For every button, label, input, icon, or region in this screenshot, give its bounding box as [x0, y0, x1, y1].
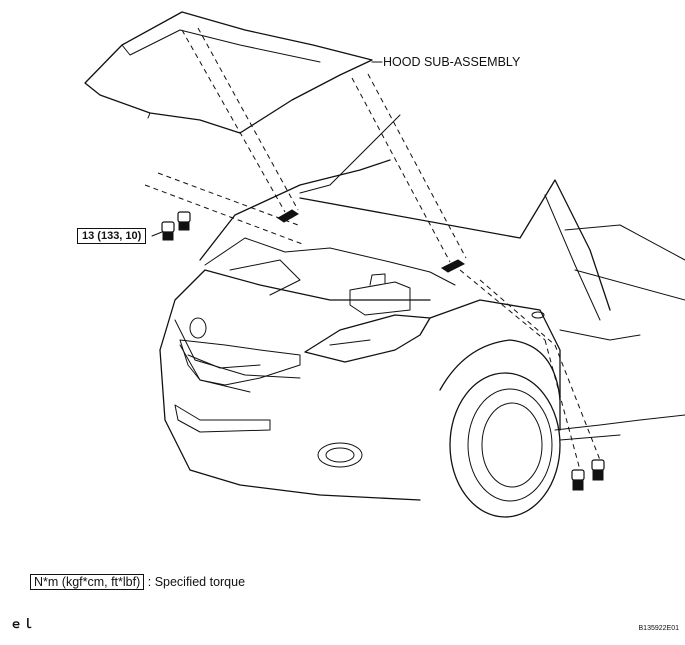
hood-sub-assembly-label: HOOD SUB-ASSEMBLY: [383, 55, 521, 69]
vehicle-body: [159, 114, 685, 518]
bolt-left-1: [161, 221, 175, 241]
bolt-right-2: [591, 459, 605, 481]
legend-description: : Specified torque: [147, 575, 246, 589]
illustration-reference-code: B135922E01: [638, 625, 679, 632]
alignment-lines: [144, 27, 601, 471]
torque-leader-line: [151, 231, 163, 237]
torque-value-box: 13 (133, 10): [77, 228, 147, 244]
hood-panel: [84, 11, 373, 134]
hinge-right: [441, 259, 465, 273]
legend-unit-key: N*m (kgf*cm, ft*lbf): [30, 574, 145, 590]
torque-legend: N*m (kgf*cm, ft*lbf) : Specified torque: [30, 574, 246, 590]
bolt-left-2: [177, 211, 191, 231]
bolt-right-1: [571, 469, 585, 491]
hinge-left: [277, 209, 299, 223]
corner-mark: ｅｌ: [10, 617, 35, 631]
